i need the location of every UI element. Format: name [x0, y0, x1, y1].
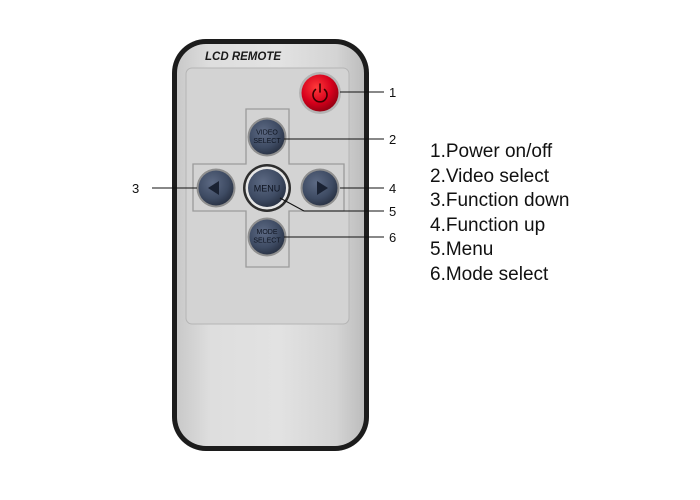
legend-item-mode-select: 6.Mode select — [430, 263, 549, 285]
right-arrow-icon — [317, 181, 328, 195]
legend-item-power: 1.Power on/off — [430, 141, 553, 162]
function-legend: 1.Power on/off 2.Video select 3.Function… — [430, 140, 660, 287]
callout-number-5: 5 — [389, 204, 396, 219]
function-up-button[interactable] — [300, 168, 340, 208]
callout-number-1: 1 — [389, 85, 396, 100]
callout-number-3: 3 — [132, 181, 139, 196]
callout-number-2: 2 — [389, 132, 396, 147]
dpad-cross-outline — [192, 108, 345, 268]
video-select-label-line1: VIDEO — [256, 130, 278, 137]
left-arrow-icon — [208, 181, 219, 195]
power-button[interactable] — [299, 72, 341, 114]
legend-item-function-down: 3.Function down — [430, 190, 570, 211]
menu-label: MENU — [254, 184, 281, 194]
menu-button[interactable]: MENU — [243, 164, 291, 212]
brand-label: LCD REMOTE — [205, 51, 281, 63]
power-icon — [312, 83, 328, 103]
video-select-button[interactable]: VIDEO SELECT — [247, 117, 287, 157]
mode-select-label-line2: SELECT — [253, 238, 281, 245]
video-select-label-line2: SELECT — [253, 138, 281, 145]
callout-number-4: 4 — [389, 181, 396, 196]
callout-number-6: 6 — [389, 230, 396, 245]
legend-item-function-up: 4.Function up — [430, 214, 546, 236]
function-down-button[interactable] — [196, 168, 236, 208]
mode-select-button[interactable]: MODE SELECT — [247, 217, 287, 257]
legend-item-menu: 5.Menu — [430, 239, 494, 260]
mode-select-label-line1: MODE — [257, 229, 278, 236]
callout-lines — [152, 91, 384, 238]
callout-line-5 — [279, 197, 305, 212]
legend-item-video-select: 2.Video select — [430, 165, 550, 187]
